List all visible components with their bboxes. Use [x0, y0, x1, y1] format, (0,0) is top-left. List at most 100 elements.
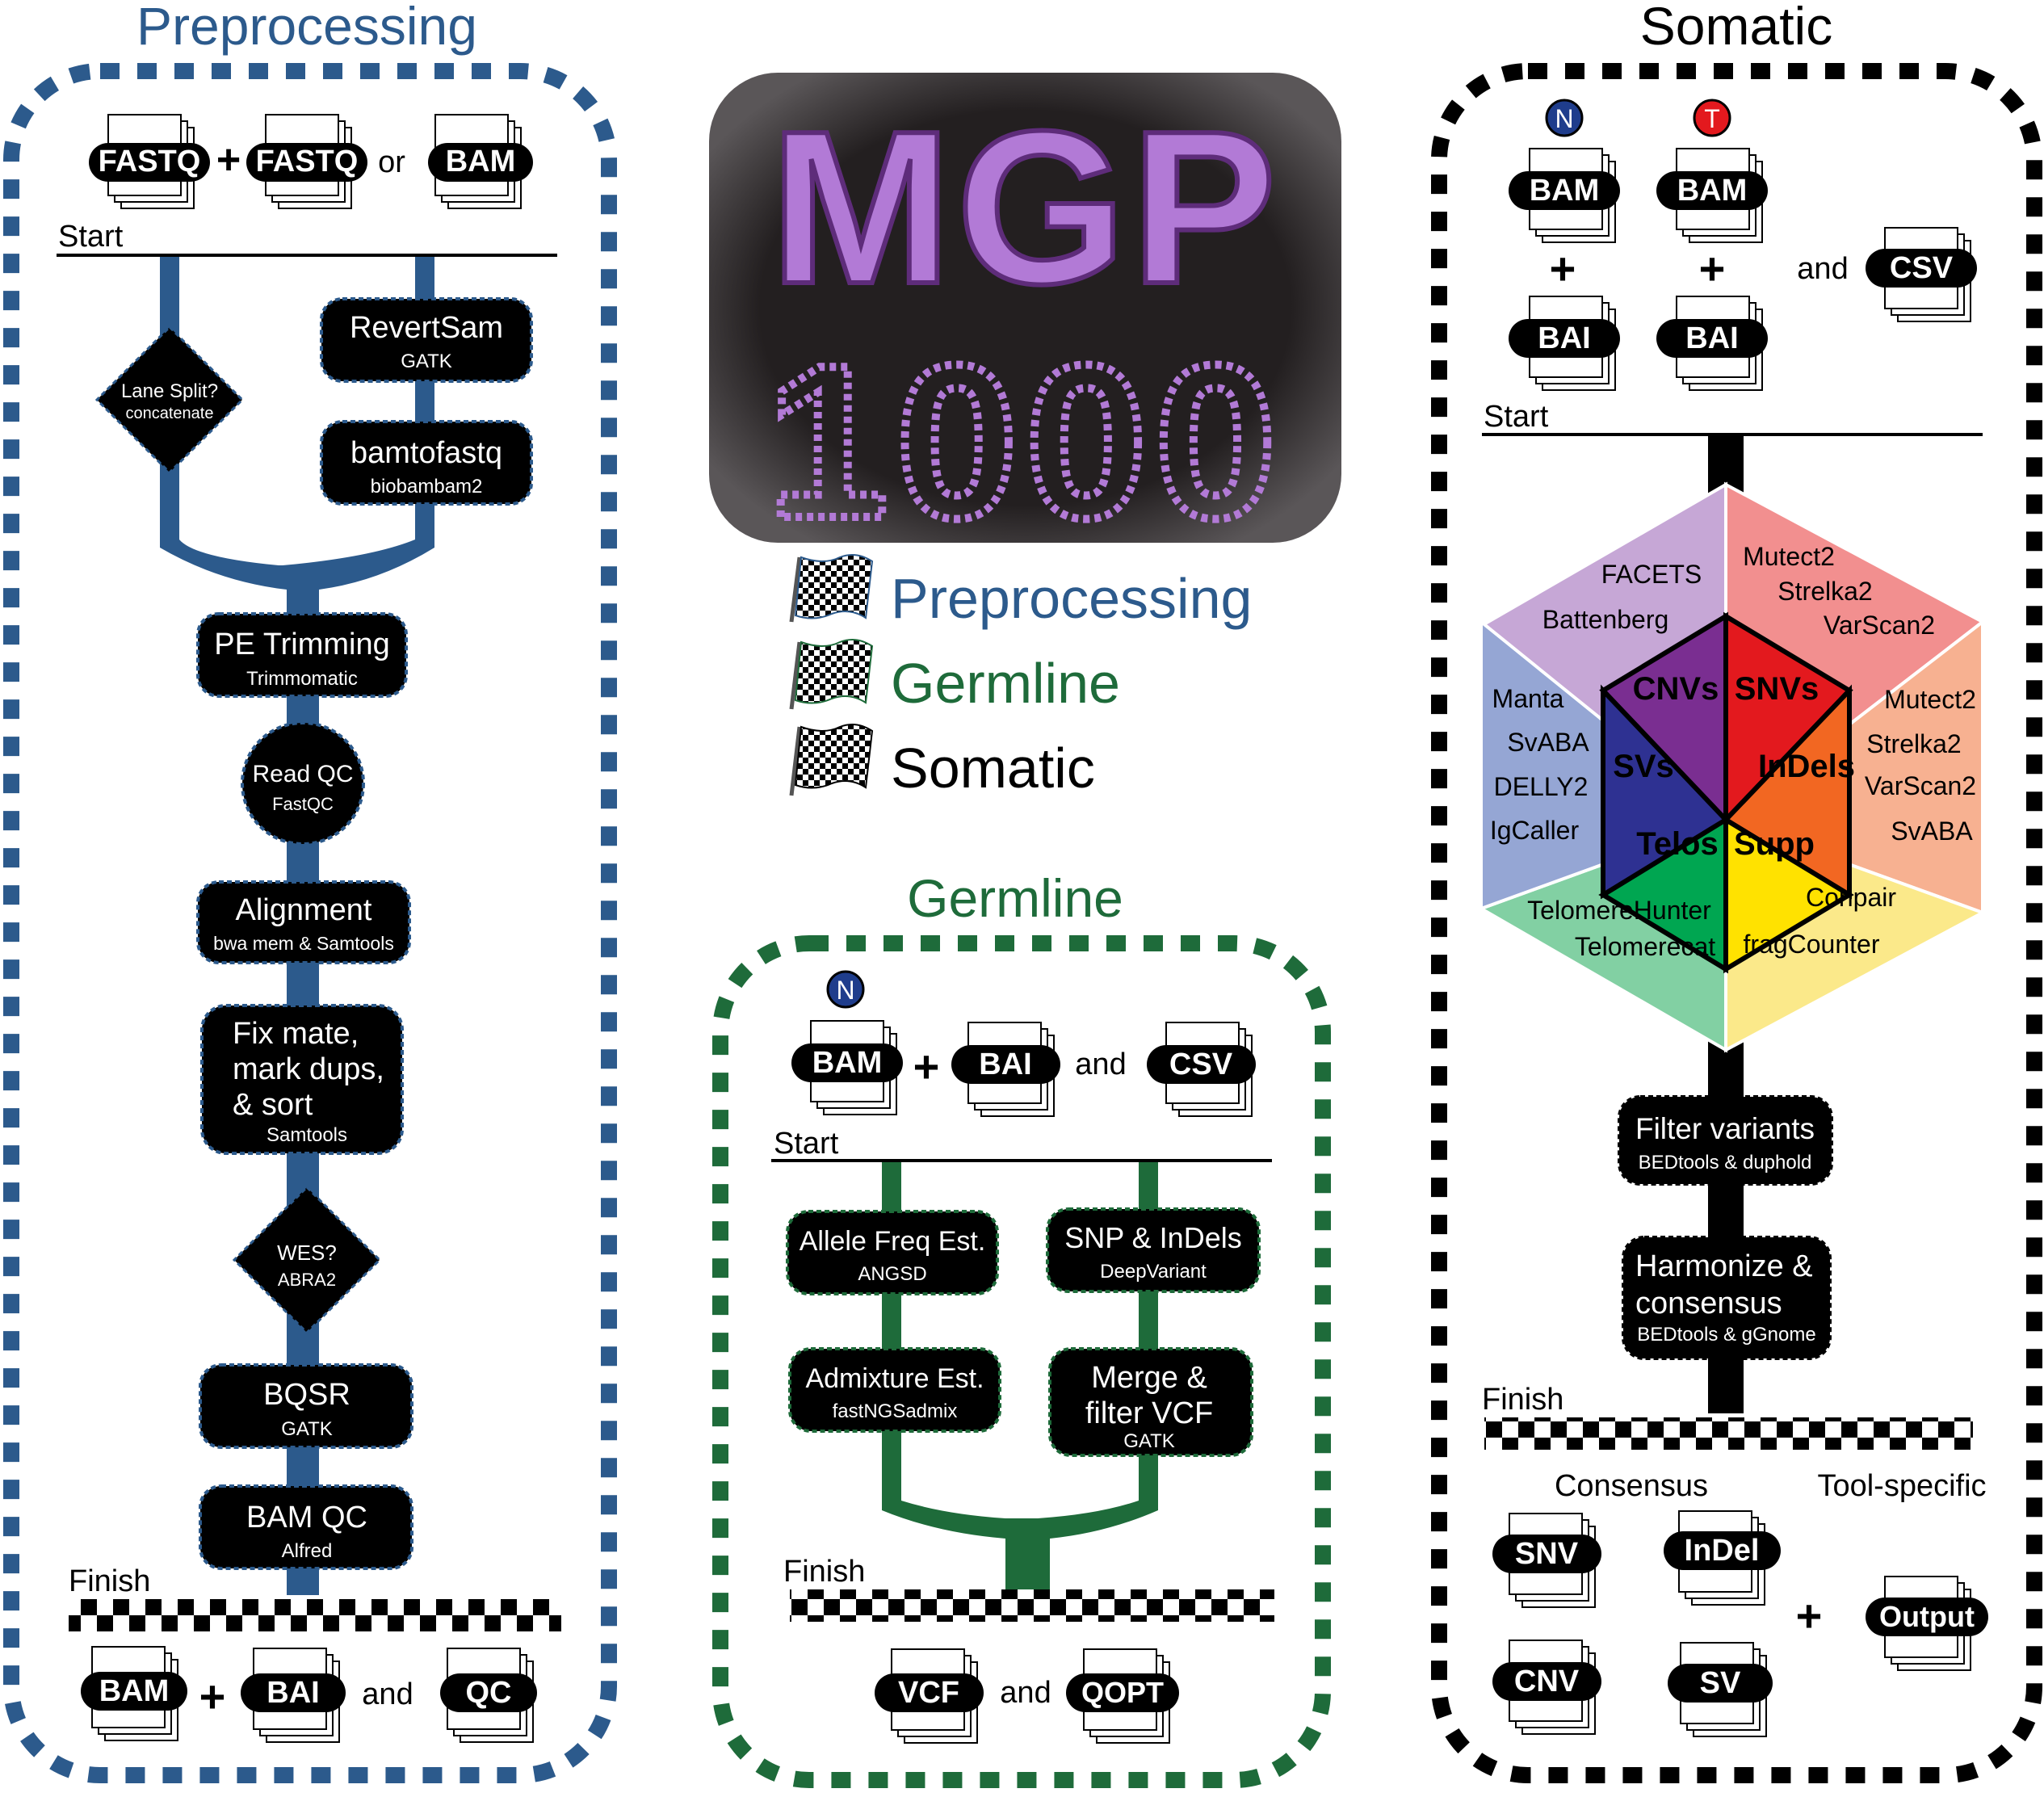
svg-text:concatenate: concatenate	[126, 405, 214, 422]
svg-text:SNP & InDels: SNP & InDels	[1064, 1221, 1241, 1254]
germline-panel: Germline N BAM + BAI and	[712, 868, 1331, 1788]
svg-text:biobambam2: biobambam2	[371, 476, 483, 498]
file-icon-bai-normal: BAI	[1509, 296, 1620, 391]
svg-text:BAM: BAM	[99, 1674, 170, 1708]
logo-line1: MGP	[770, 86, 1281, 330]
bamtofastq-step: bamtofastq biobambam2	[320, 420, 533, 506]
hex-cnvs: CNVs	[1633, 671, 1719, 707]
hex-indels: InDels	[1758, 749, 1855, 784]
file-icon-cnv-out: CNV	[1492, 1640, 1601, 1735]
svg-text:VCF: VCF	[898, 1676, 959, 1710]
file-icon-csv-germline: CSV	[1147, 1022, 1256, 1117]
svg-text:bamtofastq: bamtofastq	[350, 436, 502, 470]
svg-text:Alfred: Alfred	[282, 1540, 333, 1562]
svg-text:ANGSD: ANGSD	[858, 1263, 926, 1285]
svg-text:Tool-specific: Tool-specific	[1817, 1469, 1986, 1503]
svg-text:Read QC: Read QC	[252, 761, 353, 787]
svg-text:BAI: BAI	[1685, 321, 1738, 355]
svg-text:and: and	[1000, 1676, 1051, 1710]
preprocessing-panel: Preprocessing FASTQ + FASTQ or	[3, 0, 617, 1783]
svg-text:Filter variants: Filter variants	[1635, 1112, 1815, 1145]
lane-split-decision: Lane Split? concatenate	[94, 325, 245, 475]
svg-text:+: +	[1550, 243, 1576, 294]
svg-text:Fix mate,: Fix mate,	[233, 1017, 359, 1051]
admixture-step: Admixture Est. fastNGSadmix	[788, 1347, 1001, 1433]
read-qc-step: Read QC FastQC	[241, 721, 365, 846]
svg-text:Output: Output	[1879, 1600, 1975, 1633]
legend-germline: Germline	[891, 652, 1120, 715]
somatic-panel: Somatic N T BAM BAM	[1431, 0, 2042, 1783]
svg-text:VarScan2: VarScan2	[1824, 611, 1935, 640]
harmonize-step: Harmonize & consensus BEDtools & gGnome	[1622, 1236, 1832, 1360]
svg-text:BEDtools & gGnome: BEDtools & gGnome	[1637, 1324, 1815, 1346]
file-icon-csv-somatic: CSV	[1866, 227, 1977, 322]
svg-text:RevertSam: RevertSam	[350, 311, 503, 345]
preprocessing-title: Preprocessing	[136, 0, 477, 56]
svg-text:fragCounter: fragCounter	[1744, 930, 1880, 959]
file-icon-vcf-out: VCF	[875, 1648, 984, 1744]
somatic-outputs: SNV InDel CNV SV	[1492, 1510, 1988, 1737]
svg-text:QOPT: QOPT	[1081, 1676, 1164, 1709]
svg-text:Start: Start	[1484, 400, 1549, 434]
svg-text:GATK: GATK	[1123, 1430, 1175, 1452]
svg-text:GATK: GATK	[401, 351, 452, 372]
svg-text:Trimmomatic: Trimmomatic	[246, 668, 358, 690]
preprocessing-border	[3, 63, 617, 1783]
legend-preprocessing: Preprocessing	[891, 567, 1252, 630]
svg-text:Finish: Finish	[1482, 1383, 1563, 1417]
or-label: or	[378, 145, 405, 179]
svg-text:& sort: & sort	[233, 1088, 313, 1122]
svg-text:Conpair: Conpair	[1806, 883, 1896, 912]
file-icon-bai-tumor: BAI	[1656, 296, 1768, 391]
svg-text:WES?: WES?	[277, 1241, 337, 1265]
file-icon-sv-out: SV	[1668, 1642, 1773, 1737]
svg-text:Allele Freq Est.: Allele Freq Est.	[800, 1226, 986, 1257]
file-icon-fastq-2: FASTQ	[246, 114, 367, 209]
svg-text:BEDtools & duphold: BEDtools & duphold	[1639, 1152, 1812, 1174]
preprocessing-inputs: FASTQ + FASTQ or BAM	[89, 114, 533, 209]
allele-freq-step: Allele Freq Est. ANGSD	[786, 1210, 999, 1295]
svg-text:QC: QC	[466, 1676, 512, 1710]
file-icon-indel-out: InDel	[1664, 1510, 1781, 1606]
germline-flag-icon	[789, 638, 874, 710]
hex-supp: Supp	[1734, 826, 1815, 862]
svg-text:Admixture Est.: Admixture Est.	[805, 1363, 984, 1394]
svg-text:and: and	[362, 1677, 413, 1711]
bam-qc-step: BAM QC Alfred	[199, 1484, 413, 1570]
germline-border	[712, 935, 1331, 1788]
somatic-border	[1431, 63, 2042, 1783]
svg-text:+: +	[1699, 243, 1726, 294]
svg-text:Alignment: Alignment	[236, 893, 372, 927]
logo-line2: 1000	[767, 321, 1285, 564]
snp-indels-step: SNP & InDels DeepVariant	[1046, 1207, 1261, 1293]
svg-text:fastNGSadmix: fastNGSadmix	[833, 1400, 958, 1422]
svg-text:Samtools: Samtools	[267, 1124, 347, 1146]
file-icon-bam-germline: BAM	[791, 1020, 903, 1115]
normal-badge: N	[826, 970, 865, 1009]
start-label: Start	[58, 220, 124, 254]
alignment-step: Alignment bwa mem & Samtools	[196, 880, 411, 964]
bqsr-step: BQSR GATK	[199, 1363, 413, 1449]
svg-text:GATK: GATK	[281, 1418, 333, 1440]
svg-text:Manta: Manta	[1492, 684, 1564, 713]
legend-somatic: Somatic	[891, 737, 1095, 800]
hex-telos: Telos	[1636, 826, 1719, 862]
svg-text:SvABA: SvABA	[1891, 817, 1973, 846]
svg-text:Consensus: Consensus	[1555, 1469, 1708, 1503]
svg-text:N: N	[1555, 104, 1573, 133]
svg-text:BAM: BAM	[1530, 174, 1600, 208]
svg-text:Telomerecat: Telomerecat	[1575, 932, 1715, 961]
svg-text:Harmonize &: Harmonize &	[1635, 1249, 1813, 1283]
svg-text:DeepVariant: DeepVariant	[1100, 1261, 1207, 1283]
hex-svs: SVs	[1613, 749, 1674, 784]
svg-text:VarScan2: VarScan2	[1865, 771, 1976, 800]
finish-label: Finish	[69, 1564, 150, 1598]
svg-text:and: and	[1797, 252, 1848, 286]
svg-text:CSV: CSV	[1890, 251, 1954, 285]
somatic-title: Somatic	[1640, 0, 1832, 56]
hex-snvs: SNVs	[1735, 671, 1819, 707]
germline-finish-checker	[790, 1589, 1274, 1622]
file-icon-bam: BAM	[428, 114, 533, 209]
svg-text:Mutect2: Mutect2	[1884, 685, 1976, 714]
